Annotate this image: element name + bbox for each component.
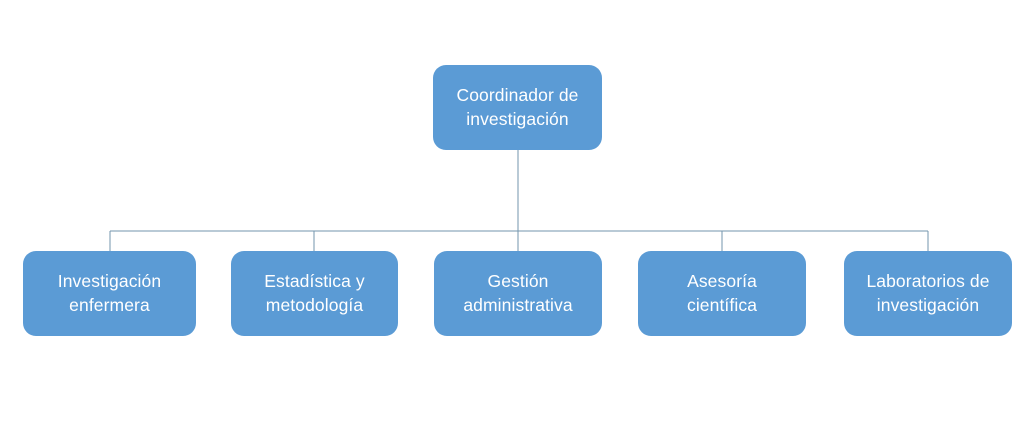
org-node-investigacion-enfermera[interactable]: Investigación enfermera xyxy=(23,251,196,336)
org-node-label: Laboratorios de investigación xyxy=(866,271,990,315)
org-node-label: Coordinador de investigación xyxy=(456,85,579,129)
org-node-label: Gestión administrativa xyxy=(463,271,573,315)
org-node-laboratorios-investigacion[interactable]: Laboratorios de investigación xyxy=(844,251,1012,336)
org-node-estadistica-metodologia[interactable]: Estadística y metodología xyxy=(231,251,398,336)
org-node-label: Investigación enfermera xyxy=(57,271,162,315)
org-node-coordinador-investigacion[interactable]: Coordinador de investigación xyxy=(433,65,602,150)
org-node-gestion-administrativa[interactable]: Gestión administrativa xyxy=(434,251,602,336)
org-node-asesoria-cientifica[interactable]: Asesoría científica xyxy=(638,251,806,336)
org-node-label: Asesoría científica xyxy=(686,271,758,315)
org-node-label: Estadística y metodología xyxy=(264,271,365,315)
